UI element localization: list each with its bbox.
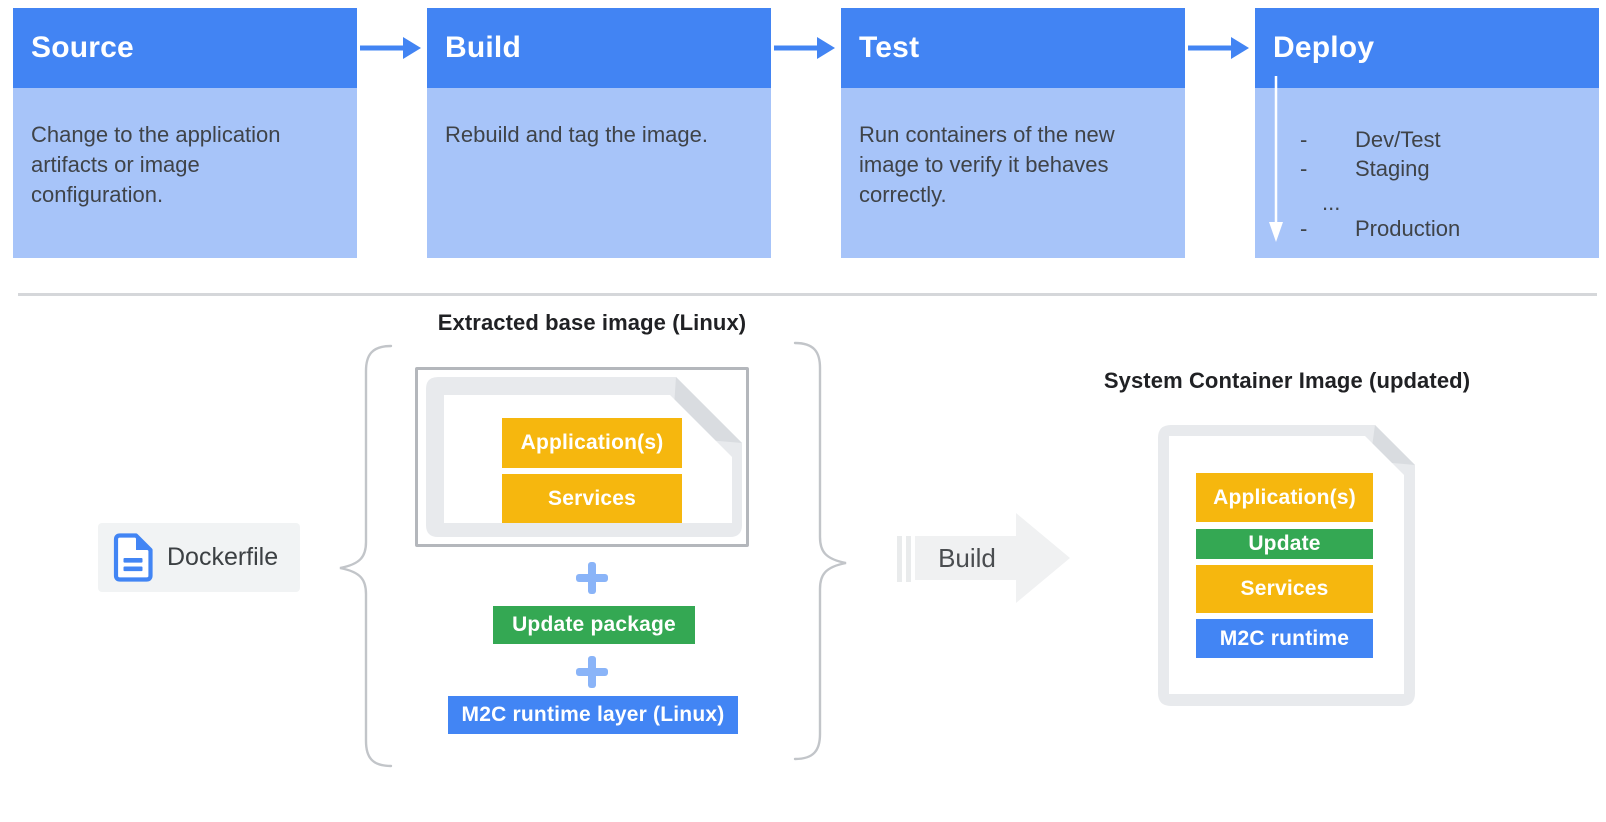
stage-body (1255, 88, 1599, 258)
extracted-image-title: Extracted base image (Linux) (437, 310, 747, 335)
stage-header: Source (13, 8, 357, 88)
flow-arrow-icon (360, 37, 421, 59)
flow-arrow-icon (774, 37, 835, 59)
stage-header: Deploy (1255, 8, 1599, 88)
layer-services: Services (502, 474, 682, 523)
result-image-title: System Container Image (updated) (1103, 368, 1471, 393)
stage-card-build: Build Rebuild and tag the image. (427, 8, 771, 258)
result-layer-m2c-runtime: M2C runtime (1196, 619, 1373, 658)
stage-title: Test (859, 31, 920, 64)
stage-header: Build (427, 8, 771, 88)
brace-left-icon (339, 344, 393, 768)
stage-card-deploy: Deploy - Dev/Test - Staging ... - Produc… (1255, 8, 1599, 258)
plus-icon (576, 656, 608, 688)
stage-header: Test (841, 8, 1185, 88)
dockerfile-chip: Dockerfile (98, 523, 300, 592)
stage-title: Source (31, 31, 134, 64)
stage-card-test: Test Run containers of the new image to … (841, 8, 1185, 258)
build-stripe (906, 536, 911, 582)
dockerfile-icon (113, 533, 153, 582)
deploy-sequence-arrow-icon (1269, 76, 1283, 242)
deploy-target-bullet: - (1300, 156, 1308, 181)
deploy-target-label: Production (1355, 216, 1461, 241)
deploy-target-label: Staging (1355, 156, 1430, 181)
stage-description: Run containers of the new image to verif… (841, 88, 1185, 258)
build-arrow-icon (915, 513, 1070, 603)
layer-m2c-runtime: M2C runtime layer (Linux) (448, 696, 738, 734)
build-arrow-label: Build (938, 543, 996, 573)
brace-right-icon (793, 341, 847, 761)
layer-applications: Application(s) (502, 418, 682, 468)
stage-title: Build (445, 31, 521, 64)
build-stripe (897, 536, 902, 582)
result-layer-update: Update (1196, 529, 1373, 559)
result-layer-applications: Application(s) (1196, 473, 1373, 522)
plus-icon (576, 562, 608, 594)
deploy-target-bullet: - (1300, 127, 1308, 152)
deploy-target-label: Dev/Test (1355, 127, 1441, 152)
deploy-target-bullet: - (1300, 216, 1308, 241)
flow-arrow-icon (1188, 37, 1249, 59)
stage-description: Change to the application artifacts or i… (13, 88, 357, 258)
stage-title: Deploy (1273, 31, 1375, 64)
stage-card-source: Source Change to the application artifac… (13, 8, 357, 258)
dockerfile-label: Dockerfile (167, 543, 279, 571)
result-layer-services: Services (1196, 565, 1373, 613)
deploy-target-label: ... (1322, 190, 1341, 215)
layer-update-package: Update package (493, 606, 695, 644)
stage-description: Rebuild and tag the image. (427, 88, 771, 258)
section-divider (18, 293, 1597, 296)
